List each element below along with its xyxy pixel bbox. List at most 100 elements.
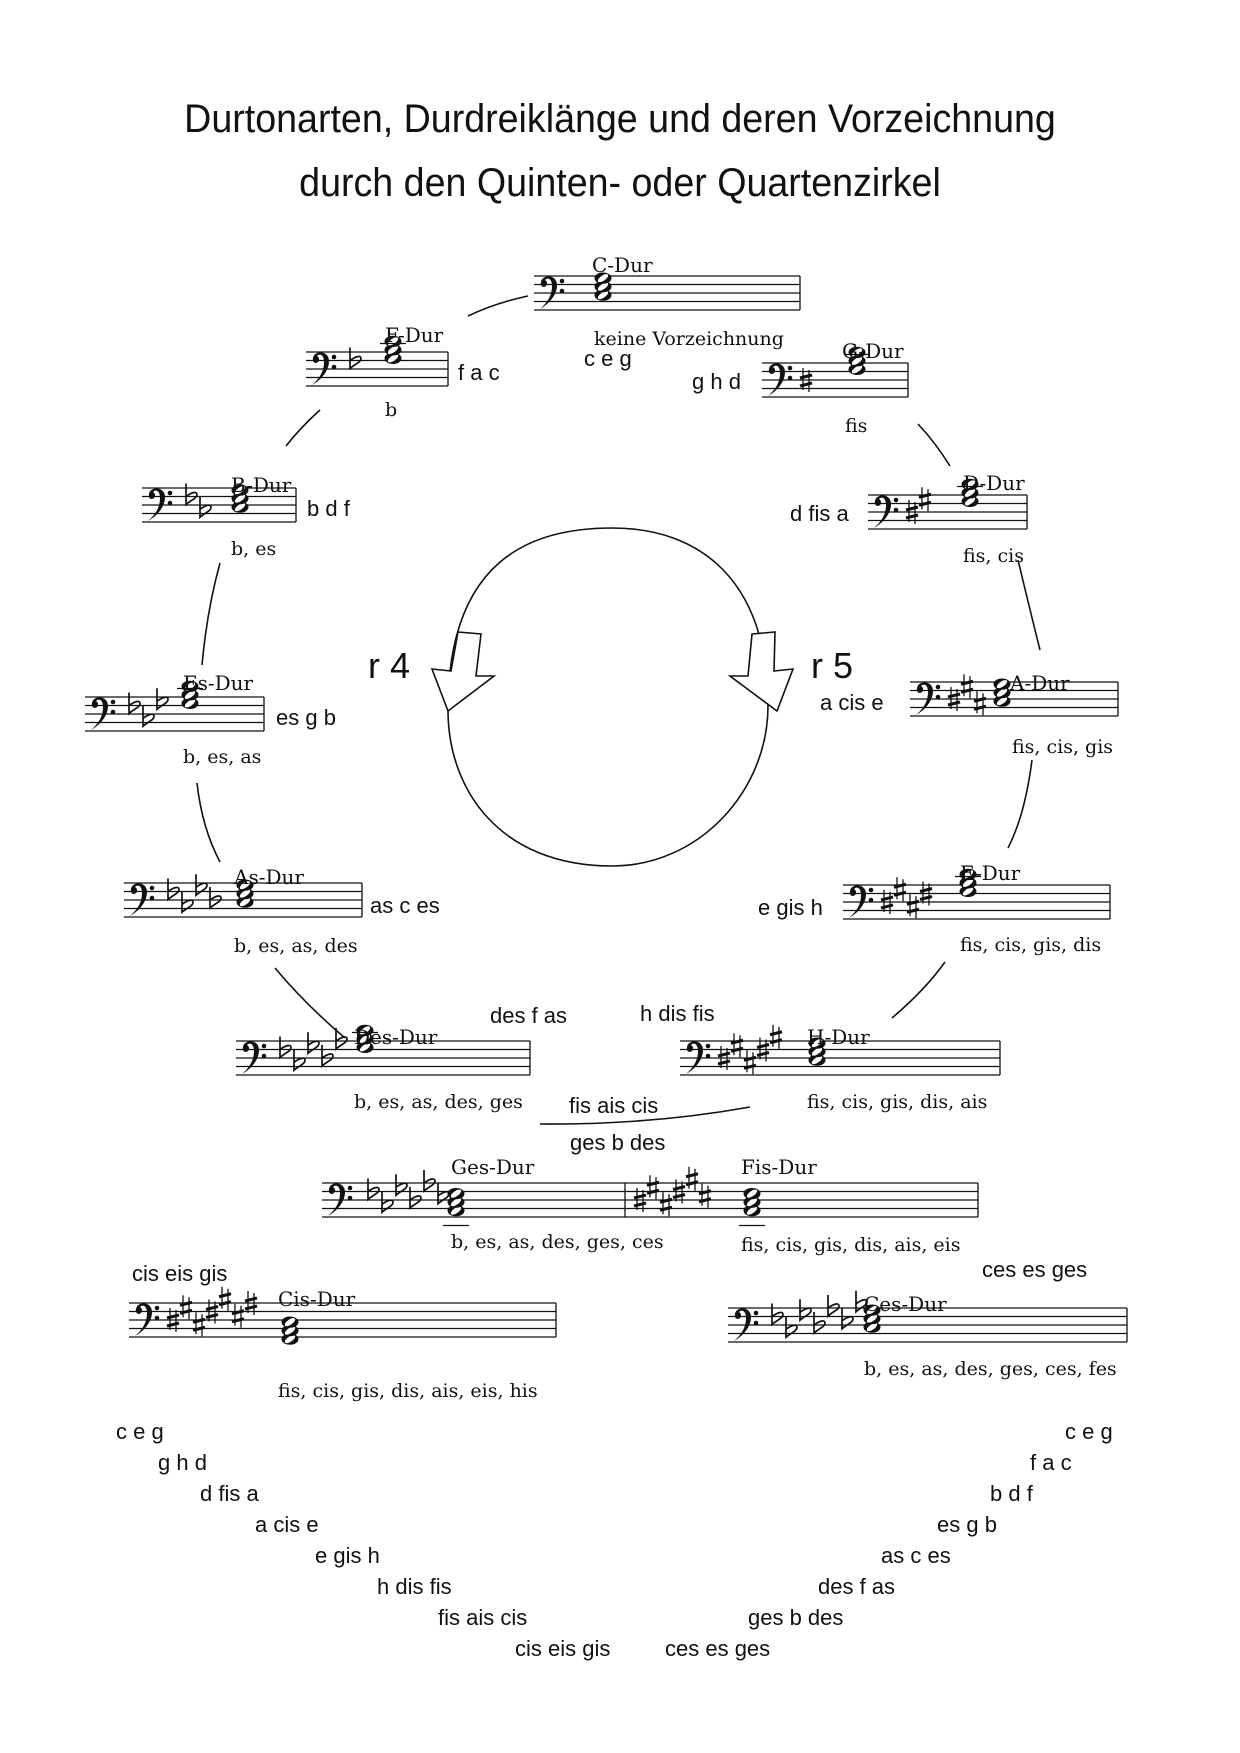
key-signature-list: fis, cis, gis, dis, ais, eis: [741, 1234, 961, 1256]
sharp-sign-icon: [658, 1190, 674, 1218]
key-name: Cis-Dur: [278, 1287, 356, 1311]
key-signature-list: fis, cis: [963, 545, 1024, 567]
page-title-line-2: durch den Quinten- oder Quartenzirkel: [299, 161, 941, 205]
sharp-sign-icon: [972, 689, 988, 717]
flat-sign-icon: [209, 886, 222, 909]
connector-arc: [196, 782, 221, 863]
connector-arc: [274, 967, 346, 1039]
key-signature-list: fis: [845, 415, 868, 437]
staff-as-dur: [124, 873, 363, 918]
key-name: As-Dur: [234, 865, 304, 889]
key-signature-list: b, es, as, des, ges: [354, 1091, 523, 1113]
connector-arc: [891, 961, 946, 1019]
sharp-sign-icon: [178, 1293, 194, 1321]
sharp-series-item: d fis a: [200, 1481, 259, 1506]
staff-des-dur: [236, 1024, 531, 1076]
flat-series-item: des f as: [818, 1574, 896, 1599]
key-name: G-Dur: [842, 339, 904, 363]
triad-notes: e gis h: [758, 895, 823, 920]
sharp-series-item: cis eis gis: [515, 1636, 611, 1661]
flat-sign-icon: [423, 1169, 436, 1192]
flat-sign-icon: [279, 1035, 292, 1059]
staff-ces-dur: [728, 1289, 1128, 1343]
flat-series-item: ges b des: [748, 1605, 844, 1630]
staff-ges-fis-dur: [322, 1165, 979, 1227]
key-name: F-Dur: [385, 323, 444, 347]
triad-notes: c e g: [584, 346, 632, 371]
sharp-series-item: g h d: [158, 1450, 207, 1475]
sharp-series-item: fis ais cis: [438, 1605, 528, 1630]
key-signature-list: fis, cis, gis: [1012, 736, 1114, 758]
connector-arc: [539, 1106, 751, 1125]
key-name: Ces-Dur: [864, 1292, 947, 1316]
key-signature-list: fis, cis, gis, dis: [960, 934, 1102, 956]
sharp-sign-icon: [768, 1023, 784, 1051]
triad-notes: fis ais cis: [569, 1093, 659, 1118]
sharp-sign-icon: [905, 892, 921, 920]
flat-sign-icon: [167, 877, 180, 901]
triad-notes: f a c: [458, 360, 500, 385]
flat-series-item: b d f: [990, 1481, 1033, 1506]
staff-es-dur: [85, 680, 265, 732]
staff-a-dur: [910, 672, 1119, 717]
key-signature-list: b, es, as, des: [234, 935, 358, 957]
sharp-sign-icon: [729, 1031, 745, 1059]
staff-cis-dur: [129, 1285, 557, 1345]
quart-rotation-label: r 4: [368, 645, 411, 686]
sharp-sign-icon: [917, 485, 933, 513]
flat-sign-icon: [409, 1186, 422, 1209]
triad-notes: es g b: [276, 705, 336, 730]
sharp-sign-icon: [217, 1285, 233, 1313]
key-name: D-Dur: [963, 471, 1025, 495]
quint-rotation-label: r 5: [811, 645, 854, 686]
staff-f-dur: [306, 335, 449, 387]
key-name: Ges-Dur: [451, 1155, 535, 1179]
flat-series-item: f a c: [1030, 1450, 1072, 1475]
connector-arc: [1007, 759, 1033, 849]
flat-sign-icon: [128, 691, 141, 715]
sharp-series-item: e gis h: [315, 1543, 380, 1568]
page-title-line-1: Durtonarten, Durdreiklänge und deren Vor…: [184, 97, 1056, 141]
connector-arc: [1017, 559, 1041, 651]
flat-series-item: as c es: [881, 1543, 951, 1568]
sharp-sign-icon: [742, 1048, 758, 1076]
sharp-series-item: h dis fis: [377, 1574, 452, 1599]
triad-notes: a cis e: [820, 690, 884, 715]
rotation-circle: [447, 527, 769, 867]
chord-note: [447, 1188, 465, 1200]
key-name: B-Dur: [231, 473, 292, 497]
flat-sign-icon: [813, 1311, 826, 1334]
staff-g-dur: [762, 346, 909, 398]
key-signature-list: fis, cis, gis, dis, ais: [807, 1091, 988, 1113]
sharp-sign-icon: [892, 875, 908, 903]
key-signature-list: keine Vorzeichnung: [594, 328, 784, 350]
sharp-sign-icon: [645, 1173, 661, 1201]
flat-sign-icon: [349, 346, 362, 370]
triad-notes: g h d: [692, 369, 741, 394]
triad-notes: b d f: [307, 496, 350, 521]
triad-notes: h dis fis: [640, 1001, 715, 1026]
key-name: Fis-Dur: [741, 1155, 817, 1179]
flat-sign-icon: [827, 1294, 840, 1317]
key-name: Es-Dur: [183, 671, 254, 695]
staff-c-dur: [534, 272, 801, 311]
sharp-sign-icon: [959, 672, 975, 700]
key-name: E-Dur: [960, 861, 1021, 885]
sharp-series-item: c e g: [116, 1419, 164, 1444]
staff-e-dur: [843, 868, 1111, 920]
sharp-sign-icon: [697, 1182, 713, 1210]
chord-note: [281, 1316, 299, 1328]
key-name: H-Dur: [807, 1025, 870, 1049]
staff-b-dur: [142, 482, 297, 523]
key-name: C-Dur: [592, 253, 653, 277]
key-name: A-Dur: [1010, 671, 1070, 695]
flat-series-item: es g b: [937, 1512, 997, 1537]
flat-sign-icon: [185, 482, 198, 506]
flat-sign-icon: [367, 1177, 380, 1201]
arrow-clockwise-icon: [727, 631, 795, 713]
flat-series-item: ces es ges: [665, 1636, 771, 1661]
key-name: Des-Dur: [354, 1025, 438, 1049]
connector-arc: [285, 409, 321, 447]
triad-notes: des f as: [490, 1003, 568, 1028]
